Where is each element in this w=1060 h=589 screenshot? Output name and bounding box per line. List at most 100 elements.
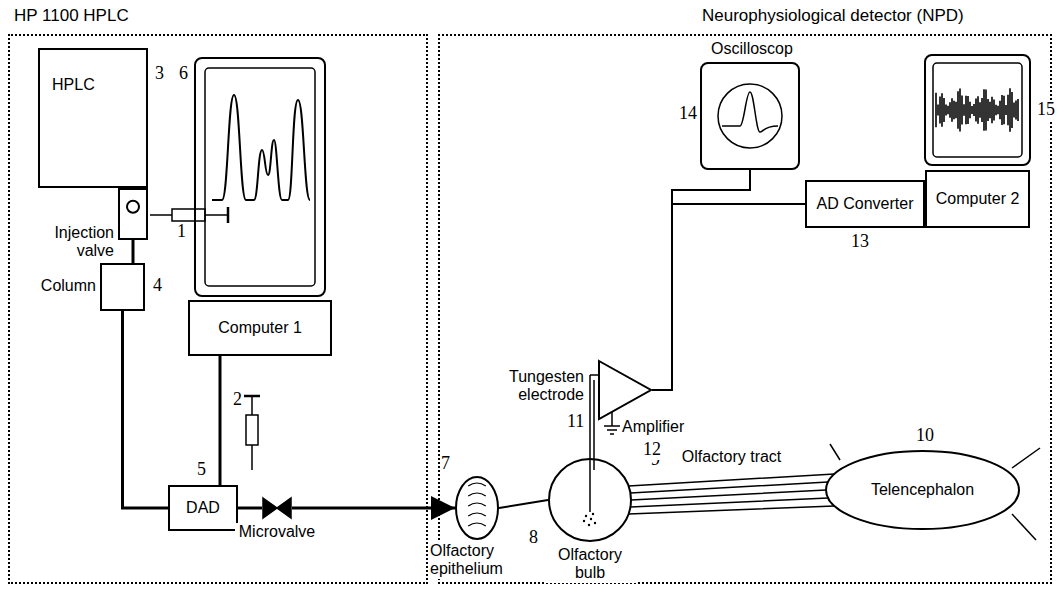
electrode [583,375,598,526]
epithelium-fold [468,483,486,486]
spike-stroke [1013,103,1015,118]
syringe-barrel [172,209,205,221]
syringe-1 [150,207,228,223]
node-label: Olfactory epithelium [430,542,520,579]
spike-stroke [1003,96,1005,124]
spike-stroke [1005,105,1007,115]
telencephalon-nerves [830,444,1040,540]
pulse-trace [722,92,778,132]
system-region: HPLCInjection valveColumnComputer 1DADMi… [8,34,428,584]
epithelium-fold [468,513,486,516]
spike-stroke [935,93,937,127]
detector-box: DAD [168,485,238,531]
syringe-plunger-end [227,207,230,223]
ellipse-outline [456,477,498,539]
callout-number: 13 [850,232,870,252]
spike-stroke [941,93,943,127]
spike-stroke [939,96,941,123]
syringe-2 [244,396,260,470]
monitor-case [925,55,1030,165]
electrode-shaft [593,380,595,470]
spike-stroke [945,105,947,116]
node-label: Neurophysiological detector (NPD) [702,6,1042,26]
callout-number: 6 [178,64,189,84]
spike-stroke [967,96,969,124]
syringe-barrel [246,415,258,445]
dot [592,513,594,515]
dot [590,518,592,520]
spike-stroke [947,106,949,115]
system-region: Olfactory epitheliumOlfactory bulbTelenc… [438,34,1052,584]
spike-stroke [979,102,981,117]
node-label: Oscilloscop [692,40,812,58]
spike-stroke [999,101,1001,120]
recording-site [583,513,596,526]
dot [583,520,585,522]
callout-number: 5 [196,460,207,480]
monitor-case [195,58,325,296]
callout-number: 11 [566,412,585,432]
spike-stroke [959,88,961,131]
callout-number: 15 [1036,100,1056,120]
spike-stroke [989,102,991,118]
spike-stroke [997,106,999,115]
node-label: Column [10,277,96,295]
nerve [1012,448,1040,468]
spike-stroke [1001,95,1003,125]
connector-line [238,507,262,510]
connector-line [629,474,835,514]
spike-stroke [955,102,957,119]
spike-stroke [965,96,967,124]
spike-stroke [943,98,945,122]
syringe-plunger [251,396,253,415]
circle-outline [549,459,631,541]
spike-stroke [949,102,951,117]
part-label: Tungesten electrode [498,368,584,403]
spike-stroke [937,104,939,115]
node-label: Telencephalon [871,481,974,499]
olfactory-bulb: Olfactory bulb [548,458,632,542]
electrode-wire [590,374,598,376]
dot [588,524,590,526]
spike-stroke [987,99,989,121]
spike-stroke [993,100,995,121]
epithelium-fold [468,493,486,496]
shape-outline [262,497,292,519]
node-label: Amplifier [622,418,702,436]
screen-circle [718,84,782,148]
connector-line [499,500,548,508]
syringe-needle [150,214,172,216]
ellipse-outline [826,451,1019,529]
spike-stroke [1015,101,1017,120]
callout-number: 7 [440,454,451,474]
monitor-screen [933,63,1022,157]
callout-number: 4 [152,276,163,296]
spike-stroke [985,90,987,131]
spike-stroke [1007,95,1009,125]
spike-stroke [975,98,977,121]
spike-stroke [983,89,985,131]
ground-bar [610,433,614,435]
syringe-plunger [205,214,228,216]
node-label: Computer 2 [936,190,1020,208]
epithelium-fold [468,523,486,526]
valve-rotor [127,201,139,213]
spike-recording [936,88,1018,131]
callout-number: 14 [678,104,698,124]
oscilloscope: Oscilloscop [700,62,800,170]
node-label: Injection valve [32,224,114,261]
injection-valve: Injection valve [118,188,148,240]
spike-stroke [951,98,953,121]
spike-stroke [971,106,973,114]
node-label: DAD [186,499,220,517]
node-label: HP 1100 HPLC [14,6,314,26]
epithelium-fold [468,503,486,506]
column-box: Column [100,263,145,311]
connector-line [219,356,222,485]
spike-stroke [995,105,997,115]
spike-stroke [1011,92,1013,128]
spike-stroke [973,104,975,116]
dot [594,522,596,524]
amplifier-symbol: Amplifier [598,360,652,420]
shape-outline [598,360,652,420]
